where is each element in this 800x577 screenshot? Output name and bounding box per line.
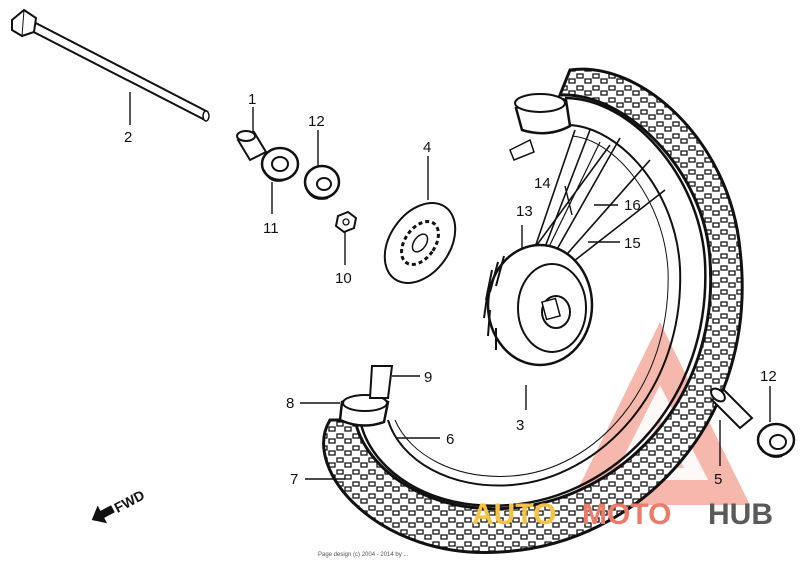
label-part-13: 13: [516, 203, 533, 220]
label-part-5: 5: [714, 471, 722, 488]
leader-lines: [129, 92, 771, 480]
bearing-right: [303, 164, 341, 200]
rim-band: [368, 365, 394, 399]
watermark-auto: AUTO: [472, 498, 556, 531]
axle: [11, 8, 210, 122]
label-part-3: 3: [516, 417, 524, 434]
label-part-12-right: 12: [760, 368, 777, 385]
watermark-moto: MOTO: [582, 498, 671, 531]
upper-hub-cap: [509, 93, 572, 161]
right-spacer: [710, 387, 754, 430]
tire: [322, 67, 744, 554]
forward-arrow: FWD: [91, 487, 147, 524]
nut: [334, 210, 358, 234]
label-part-9: 9: [424, 369, 432, 386]
bearing-right-side: [756, 422, 796, 458]
rim: [358, 96, 707, 508]
bearing-left: [260, 146, 300, 182]
sprocket-plate: [383, 202, 457, 284]
label-part-2: 2: [124, 129, 132, 146]
label-part-6: 6: [446, 431, 454, 448]
label-part-1: 1: [248, 91, 256, 108]
label-part-16: 16: [624, 197, 641, 214]
label-part-15: 15: [624, 235, 641, 252]
label-part-11: 11: [263, 220, 279, 237]
spacer: [236, 130, 268, 162]
label-part-12-left: 12: [308, 113, 325, 130]
label-part-7: 7: [290, 471, 298, 488]
arrow-icon: [91, 505, 115, 524]
watermark-hub: HUB: [708, 498, 773, 531]
label-part-4: 4: [423, 139, 431, 156]
hub: [483, 243, 594, 367]
copyright-text: Page design (c) 2004 - 2014 by ...: [318, 552, 409, 558]
spokes: [519, 129, 666, 269]
label-part-10: 10: [335, 270, 352, 287]
fwd-label: FWD: [111, 487, 147, 516]
watermark-text: AUTO MOTO HUB: [472, 498, 773, 531]
label-part-8: 8: [286, 395, 294, 412]
flange: [338, 394, 390, 427]
label-part-14: 14: [534, 175, 551, 192]
